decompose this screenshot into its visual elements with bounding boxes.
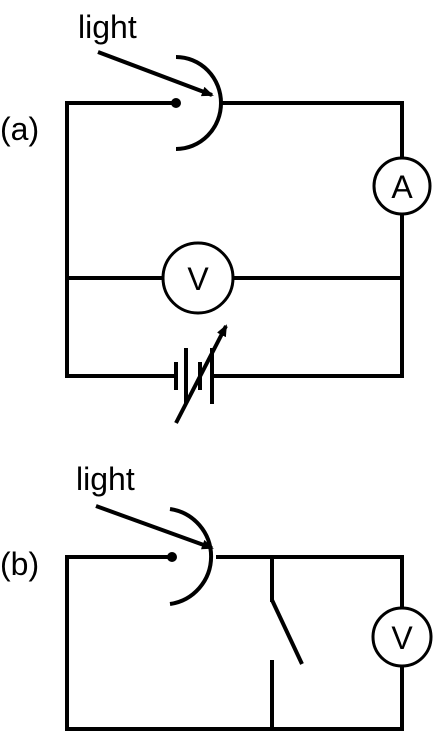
voltmeter-b: V [371, 606, 433, 668]
voltmeter-label-b: V [391, 620, 413, 656]
switch-b [270, 599, 304, 665]
photocathode-b [169, 507, 214, 606]
light-arrow-b [95, 504, 214, 550]
circuit-b-label: (b) [0, 546, 39, 582]
photocathode-a [175, 55, 223, 151]
variable-battery-a [174, 324, 228, 424]
wires-a [65, 101, 404, 378]
circuit-a-label: (a) [0, 111, 39, 147]
voltmeter-a: V [161, 241, 235, 315]
circuit-b: (b) light V [0, 461, 433, 731]
voltmeter-label-a: V [187, 261, 209, 297]
ammeter-a: A [372, 156, 432, 216]
variable-arrow-a [174, 324, 228, 424]
circuit-a: (a) light A V [0, 9, 432, 424]
ammeter-label-a: A [391, 169, 413, 205]
light-arrow-a [97, 50, 214, 97]
light-label-b: light [76, 461, 135, 497]
wires-b [65, 555, 404, 731]
light-label-a: light [78, 9, 137, 45]
